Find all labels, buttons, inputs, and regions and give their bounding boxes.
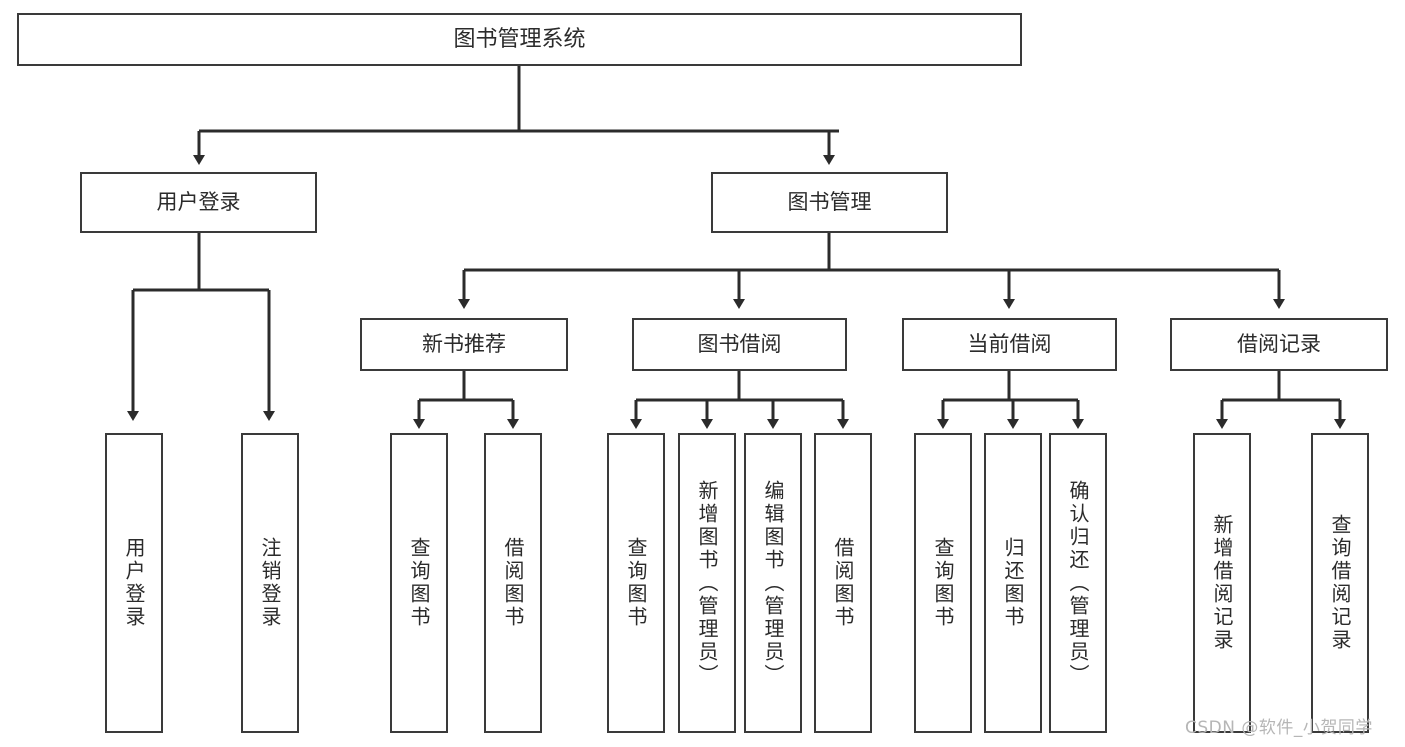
node-label: 借阅图书 xyxy=(831,537,855,629)
node-label: 图书管理 xyxy=(787,190,872,215)
node-new-book-recommend[interactable]: 新书推荐 xyxy=(360,318,568,371)
leaf-query-book-borrow[interactable]: 查询图书 xyxy=(607,433,665,733)
leaf-query-book-recommend[interactable]: 查询图书 xyxy=(390,433,448,733)
leaf-confirm-return-admin[interactable]: 确认归还（管理员） xyxy=(1049,433,1107,733)
node-label: 查询图书 xyxy=(407,537,431,629)
leaf-add-borrow-record[interactable]: 新增借阅记录 xyxy=(1193,433,1251,733)
leaf-borrow-book-recommend[interactable]: 借阅图书 xyxy=(484,433,542,733)
leaf-edit-book-admin[interactable]: 编辑图书（管理员） xyxy=(744,433,802,733)
node-label: 借阅记录 xyxy=(1237,332,1321,357)
node-book-management[interactable]: 图书管理 xyxy=(711,172,948,233)
leaf-return-book[interactable]: 归还图书 xyxy=(984,433,1042,733)
node-user-login[interactable]: 用户登录 xyxy=(80,172,317,233)
node-borrow-record[interactable]: 借阅记录 xyxy=(1170,318,1388,371)
node-label: 当前借阅 xyxy=(967,332,1052,357)
node-label: 新增图书（管理员） xyxy=(695,479,719,687)
node-root-book-management-system[interactable]: 图书管理系统 xyxy=(17,13,1022,66)
node-label: 借阅图书 xyxy=(501,537,525,629)
leaf-query-book-current[interactable]: 查询图书 xyxy=(914,433,972,733)
node-label: 图书管理系统 xyxy=(453,26,586,52)
leaf-user-login[interactable]: 用户登录 xyxy=(105,433,163,733)
leaf-add-book-admin[interactable]: 新增图书（管理员） xyxy=(678,433,736,733)
node-label: 查询图书 xyxy=(931,537,955,629)
node-label: 查询图书 xyxy=(624,537,648,629)
leaf-query-borrow-record[interactable]: 查询借阅记录 xyxy=(1311,433,1369,733)
node-label: 确认归还（管理员） xyxy=(1066,479,1090,687)
leaf-logout[interactable]: 注销登录 xyxy=(241,433,299,733)
watermark-text: CSDN @软件_小贺同学 xyxy=(1185,718,1373,738)
node-label: 新增借阅记录 xyxy=(1210,514,1234,652)
leaf-borrow-book[interactable]: 借阅图书 xyxy=(814,433,872,733)
node-label: 用户登录 xyxy=(122,537,146,629)
node-current-borrow[interactable]: 当前借阅 xyxy=(902,318,1117,371)
node-label: 编辑图书（管理员） xyxy=(761,479,785,687)
node-label: 查询借阅记录 xyxy=(1328,514,1352,652)
node-label: 用户登录 xyxy=(156,190,241,215)
node-book-borrow[interactable]: 图书借阅 xyxy=(632,318,847,371)
node-label: 新书推荐 xyxy=(422,332,506,357)
node-label: 注销登录 xyxy=(258,537,282,629)
node-label: 归还图书 xyxy=(1001,537,1025,629)
node-label: 图书借阅 xyxy=(697,332,782,357)
